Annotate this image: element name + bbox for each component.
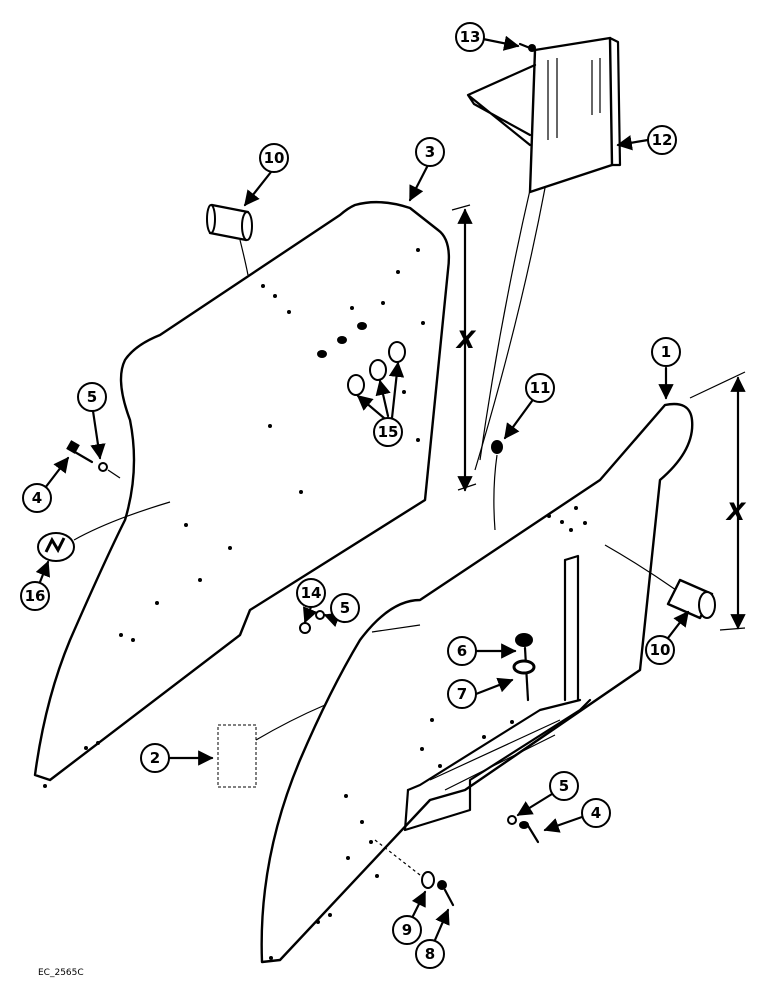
- svg-text:6: 6: [457, 642, 467, 660]
- svg-text:10: 10: [650, 641, 671, 659]
- callout-5-middle: 5: [323, 593, 360, 628]
- callout-3: 3: [408, 137, 445, 202]
- dimension-x-front: X: [689, 371, 747, 631]
- svg-text:8: 8: [425, 945, 435, 963]
- svg-text:10: 10: [264, 149, 285, 167]
- callout-16: 16: [20, 560, 51, 611]
- callout-11: 11: [503, 373, 555, 440]
- dimension-x-rear: X: [451, 204, 477, 492]
- figure-code: EC_2565C: [38, 968, 84, 978]
- spacer-upper: [206, 203, 253, 276]
- svg-text:14: 14: [301, 584, 322, 602]
- svg-text:2: 2: [150, 749, 160, 767]
- callout-9: 9: [392, 890, 427, 945]
- callout-5-lower: 5: [516, 771, 579, 817]
- svg-text:7: 7: [457, 685, 467, 703]
- rear-side-panel: [33, 200, 451, 788]
- decal: [217, 724, 257, 788]
- rubber-plugs: [347, 341, 406, 396]
- svg-text:13: 13: [460, 28, 481, 46]
- callout-12: 12: [616, 125, 677, 155]
- svg-text:15: 15: [378, 423, 399, 441]
- dimension-label-front: X: [725, 498, 747, 526]
- svg-text:9: 9: [402, 921, 412, 939]
- svg-text:16: 16: [25, 587, 46, 605]
- mounting-bracket: [466, 36, 622, 471]
- front-side-panel: [260, 402, 694, 964]
- svg-text:3: 3: [425, 143, 435, 161]
- svg-text:1: 1: [661, 343, 671, 361]
- callout-2: 2: [140, 743, 214, 773]
- callout-7: 7: [447, 677, 514, 709]
- dimension-label-rear: X: [455, 326, 477, 354]
- svg-text:5: 5: [340, 599, 350, 617]
- callout-5-upper: 5: [77, 382, 107, 460]
- spacer-lower: [604, 544, 716, 620]
- svg-text:5: 5: [87, 388, 97, 406]
- callout-10-lower: 10: [645, 610, 690, 665]
- callout-1: 1: [651, 337, 681, 400]
- callout-13: 13: [455, 22, 520, 52]
- svg-text:4: 4: [591, 804, 601, 822]
- callout-14: 14: [296, 578, 326, 624]
- callout-4-upper: 4: [22, 456, 70, 513]
- emblem: [37, 501, 171, 562]
- svg-text:4: 4: [32, 489, 42, 507]
- callout-8: 8: [415, 908, 450, 969]
- callout-15: 15: [356, 361, 405, 447]
- callout-6: 6: [447, 636, 517, 666]
- callout-10-upper: 10: [243, 143, 289, 207]
- svg-text:12: 12: [652, 131, 673, 149]
- nut: [491, 440, 503, 454]
- svg-text:5: 5: [559, 777, 569, 795]
- svg-text:11: 11: [530, 379, 551, 397]
- callout-4-lower: 4: [543, 798, 611, 833]
- hardware: [66, 440, 540, 907]
